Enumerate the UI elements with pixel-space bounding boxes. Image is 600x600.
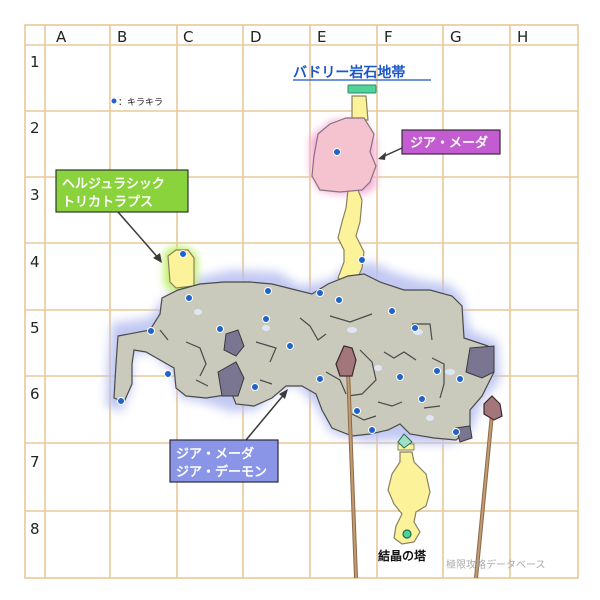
yellow-corridor-top	[351, 95, 369, 121]
row-labels: 1 2 3 4 5 6 7 8	[30, 53, 40, 538]
rock-3	[465, 345, 495, 379]
sparkle-marker	[117, 397, 125, 405]
sparkle-marker	[353, 407, 361, 415]
callout-north-enemy: ジア・メーダ	[378, 129, 501, 160]
sparkle-markers	[117, 148, 464, 436]
sparkle-marker	[216, 325, 224, 333]
sparkle-marker	[418, 395, 426, 403]
row-label-3: 3	[30, 186, 40, 204]
south-tower-label[interactable]: 結晶の塔	[378, 548, 427, 563]
exit-marker-north	[347, 84, 377, 94]
tower-area	[387, 451, 431, 545]
pole-marker-right-head	[483, 395, 503, 421]
tower-marker	[402, 529, 412, 539]
row-label-4: 4	[30, 253, 40, 271]
sparkle-marker	[316, 289, 324, 297]
row-label-7: 7	[30, 453, 40, 471]
sparkle-marker	[433, 367, 441, 375]
pole-markers	[335, 345, 503, 579]
green-nook	[167, 249, 195, 289]
pole-marker-left-head	[335, 345, 357, 377]
col-label-c: C	[183, 28, 193, 46]
column-labels: A B C D E F G H	[56, 28, 528, 46]
area-title[interactable]: バドリー岩石地帯	[293, 64, 405, 81]
sparkle-marker	[262, 315, 270, 323]
rock-2	[217, 361, 245, 397]
cave-floor	[113, 273, 495, 441]
sparkle-marker	[147, 327, 155, 335]
watermark: 極限攻略データベース	[446, 558, 546, 571]
sparkle-marker	[396, 373, 404, 381]
row-label-5: 5	[30, 319, 40, 337]
row-label-8: 8	[30, 520, 40, 538]
col-label-g: G	[450, 28, 462, 46]
upper-route	[311, 84, 377, 287]
legend-marker-dot	[110, 97, 118, 105]
south-route	[387, 433, 431, 545]
sparkle-marker	[388, 307, 396, 315]
col-label-e: E	[317, 28, 326, 46]
yellow-corridor-north	[337, 189, 365, 287]
callout-south-enemy-line1: ジア・メーダ	[176, 446, 254, 462]
sparkle-marker	[368, 426, 376, 434]
row-label-1: 1	[30, 53, 40, 71]
sparkle-marker	[251, 383, 259, 391]
col-label-b: B	[117, 28, 127, 46]
sparkle-marker	[164, 370, 172, 378]
callout-west-enemy-line2: トリカトラプス	[62, 195, 153, 210]
sparkle-marker	[179, 250, 187, 258]
callout-west-enemy: ヘルジュラシック トリカトラプス	[55, 169, 189, 263]
sparkle-marker	[185, 294, 193, 302]
callout-west-enemy-line1: ヘルジュラシック	[62, 177, 165, 192]
sparkle-marker	[456, 375, 464, 383]
col-label-h: H	[517, 28, 528, 46]
row-label-2: 2	[30, 119, 40, 137]
row-label-6: 6	[30, 385, 40, 403]
callout-south-enemy: ジア・メーダ ジア・デーモン	[169, 389, 288, 483]
sparkle-marker	[286, 342, 294, 350]
sparkle-marker	[335, 296, 343, 304]
main-cave	[113, 273, 495, 443]
col-label-d: D	[250, 28, 262, 46]
sparkle-marker	[264, 287, 272, 295]
cave-walls	[159, 313, 445, 421]
sparkle-marker	[358, 256, 366, 264]
pink-area	[311, 117, 377, 193]
legend-label: ：キラキラ	[118, 97, 163, 108]
legend: ：キラキラ	[110, 97, 163, 108]
sparkle-marker	[411, 324, 419, 332]
sparkle-marker	[316, 375, 324, 383]
crystal-icon	[397, 433, 413, 449]
sparkle-marker	[452, 428, 460, 436]
col-label-f: F	[384, 28, 393, 46]
callout-north-enemy-label: ジア・メーダ	[410, 135, 488, 151]
sparkle-marker	[333, 148, 341, 156]
rock-4	[455, 425, 473, 443]
callout-south-enemy-line2: ジア・デーモン	[176, 464, 267, 480]
rock-1	[223, 329, 245, 357]
col-label-a: A	[56, 28, 67, 46]
